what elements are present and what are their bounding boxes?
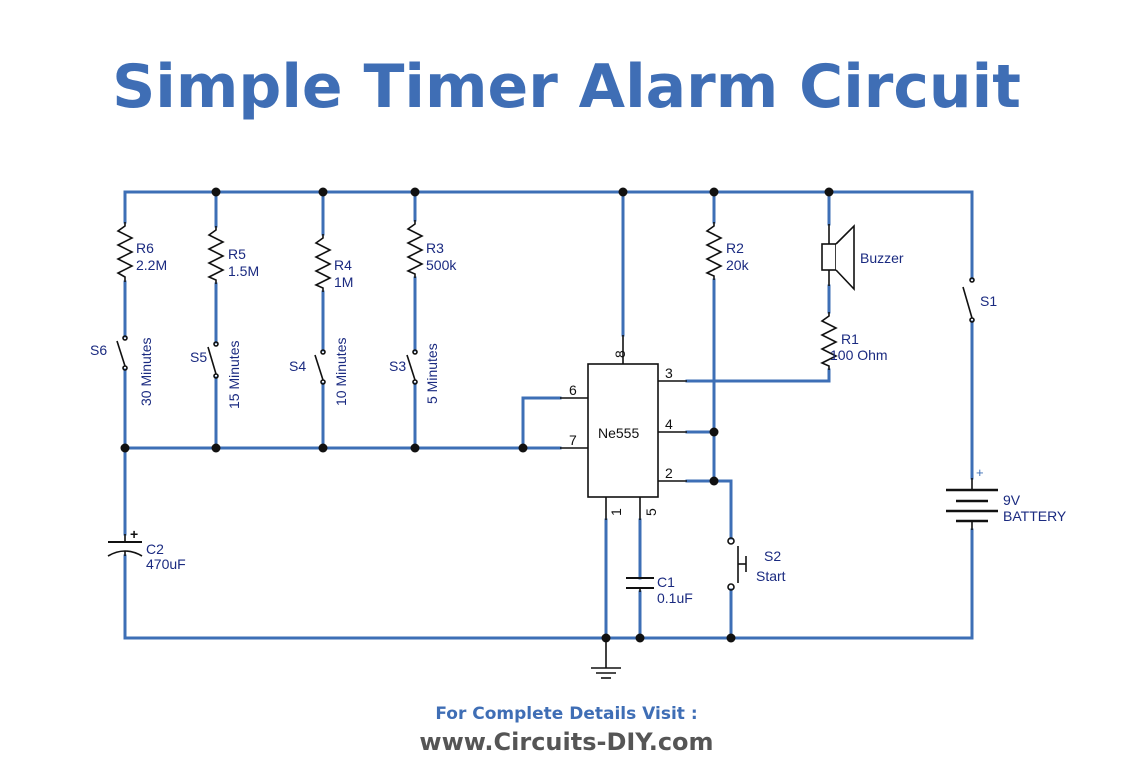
c1-value: 0.1uF xyxy=(657,590,693,606)
resistor-r1: R1 100 Ohm xyxy=(820,312,888,370)
ground-symbol xyxy=(591,638,621,679)
capacitor-c2: + C2 470uF xyxy=(107,526,186,572)
page-title: Simple Timer Alarm Circuit xyxy=(112,52,1021,122)
r4-value: 1M xyxy=(334,274,353,290)
pin-8-label: 8 xyxy=(612,350,628,358)
junction-dot xyxy=(211,443,221,453)
s4-ref: S4 xyxy=(289,358,306,374)
battery-9v: + 9V BATTERY xyxy=(946,465,1067,530)
resistor-r3: R3 500k xyxy=(406,220,457,278)
r1-ref: R1 xyxy=(841,331,859,347)
switch-s6: S6 30 Minutes xyxy=(90,335,154,406)
s5-time: 15 Minutes xyxy=(226,341,242,409)
junction-dot xyxy=(211,187,221,197)
battery-label: BATTERY xyxy=(1003,508,1067,524)
r5-value: 1.5M xyxy=(228,263,259,279)
junction-dot xyxy=(120,443,130,453)
switch-s3: S3 5 Minutes xyxy=(389,343,440,404)
r1-value: 100 Ohm xyxy=(830,347,888,363)
resistor-r6: R6 2.2M xyxy=(116,222,167,282)
junction-dot xyxy=(635,633,645,643)
footer-visit-text: For Complete Details Visit : xyxy=(435,704,698,724)
r3-value: 500k xyxy=(426,257,457,273)
junction-dot xyxy=(410,443,420,453)
junction-dot xyxy=(709,427,719,437)
r5-ref: R5 xyxy=(228,246,246,262)
pin-1-label: 1 xyxy=(608,508,624,516)
c2-ref: C2 xyxy=(146,541,164,557)
resistor-r2: R2 20k xyxy=(705,222,750,280)
r2-value: 20k xyxy=(726,257,750,273)
s4-time: 10 Minutes xyxy=(333,338,349,406)
battery-plus-sign: + xyxy=(976,465,984,480)
pin-6-label: 6 xyxy=(569,382,577,398)
ic-name: Ne555 xyxy=(598,425,639,441)
r6-value: 2.2M xyxy=(136,257,167,273)
pin-3-label: 3 xyxy=(665,365,673,381)
pin-5-label: 5 xyxy=(643,508,659,516)
resistor-r4: R4 1M xyxy=(314,234,353,292)
resistor-r5: R5 1.5M xyxy=(207,226,259,284)
c1-ref: C1 xyxy=(657,574,675,590)
switch-s5: S5 15 Minutes xyxy=(190,341,242,409)
junction-dot xyxy=(318,443,328,453)
switch-s1: S1 xyxy=(962,277,997,323)
s3-ref: S3 xyxy=(389,358,406,374)
r2-ref: R2 xyxy=(726,240,744,256)
junction-dot xyxy=(824,187,834,197)
c2-value: 470uF xyxy=(146,556,186,572)
s5-ref: S5 xyxy=(190,349,207,365)
battery-voltage: 9V xyxy=(1003,492,1021,508)
s3-time: 5 Minutes xyxy=(424,343,440,404)
pushbutton-s2: S2 Start xyxy=(727,537,786,591)
junction-dot xyxy=(410,187,420,197)
capacitor-c1: C1 0.1uF xyxy=(626,574,693,606)
junction-dot xyxy=(709,187,719,197)
r6-ref: R6 xyxy=(136,240,154,256)
c2-plus-sign: + xyxy=(130,526,138,542)
ne555-ic: Ne555 8 6 7 3 4 2 1 5 xyxy=(560,335,687,520)
s1-ref: S1 xyxy=(980,293,997,309)
wires xyxy=(123,190,974,640)
switch-s4: S4 10 Minutes xyxy=(289,338,349,406)
junction-dot xyxy=(709,476,719,486)
pin-7-label: 7 xyxy=(569,432,577,448)
junctions xyxy=(120,187,834,643)
junction-dot xyxy=(518,443,528,453)
buzzer: Buzzer xyxy=(821,224,904,292)
buzzer-label: Buzzer xyxy=(860,250,904,266)
r4-ref: R4 xyxy=(334,257,352,273)
s6-time: 30 Minutes xyxy=(138,338,154,406)
junction-dot xyxy=(726,633,736,643)
s6-ref: S6 xyxy=(90,342,107,358)
r3-ref: R3 xyxy=(426,240,444,256)
footer-url[interactable]: www.Circuits-DIY.com xyxy=(419,728,714,756)
pin-2-label: 2 xyxy=(665,465,673,481)
s2-value: Start xyxy=(756,568,786,584)
junction-dot xyxy=(618,187,628,197)
pin-4-label: 4 xyxy=(665,416,673,432)
circuit-schematic: R6 2.2M R5 1.5M R4 1M R3 500k R2 20k R1 … xyxy=(90,187,1067,679)
s2-ref: S2 xyxy=(764,548,781,564)
junction-dot xyxy=(318,187,328,197)
